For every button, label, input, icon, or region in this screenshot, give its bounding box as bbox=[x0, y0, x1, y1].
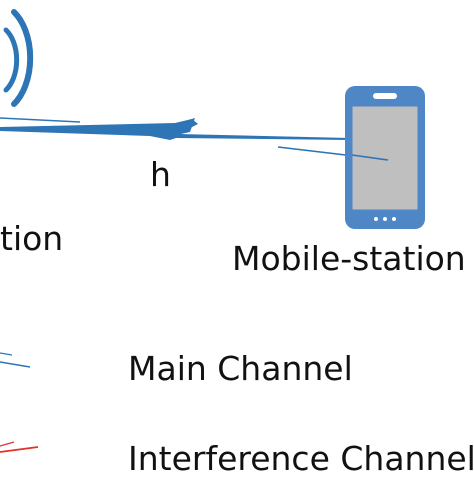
legend-interference-channel-label: Interference Channel bbox=[128, 439, 474, 478]
legend-main-channel-line bbox=[0, 352, 31, 368]
legend-main-channel-label: Main Channel bbox=[128, 349, 353, 388]
channel-symbol-label: h bbox=[150, 155, 171, 194]
mobile-phone-icon bbox=[345, 86, 425, 229]
radio-waves-icon bbox=[3, 9, 34, 107]
main-channel-line-base bbox=[0, 117, 81, 123]
mobile-station-label: Mobile-station bbox=[232, 239, 466, 278]
base-station-label: tion bbox=[0, 219, 64, 258]
legend-interference-channel-line bbox=[0, 441, 39, 453]
lightning-link-icon bbox=[0, 118, 350, 140]
